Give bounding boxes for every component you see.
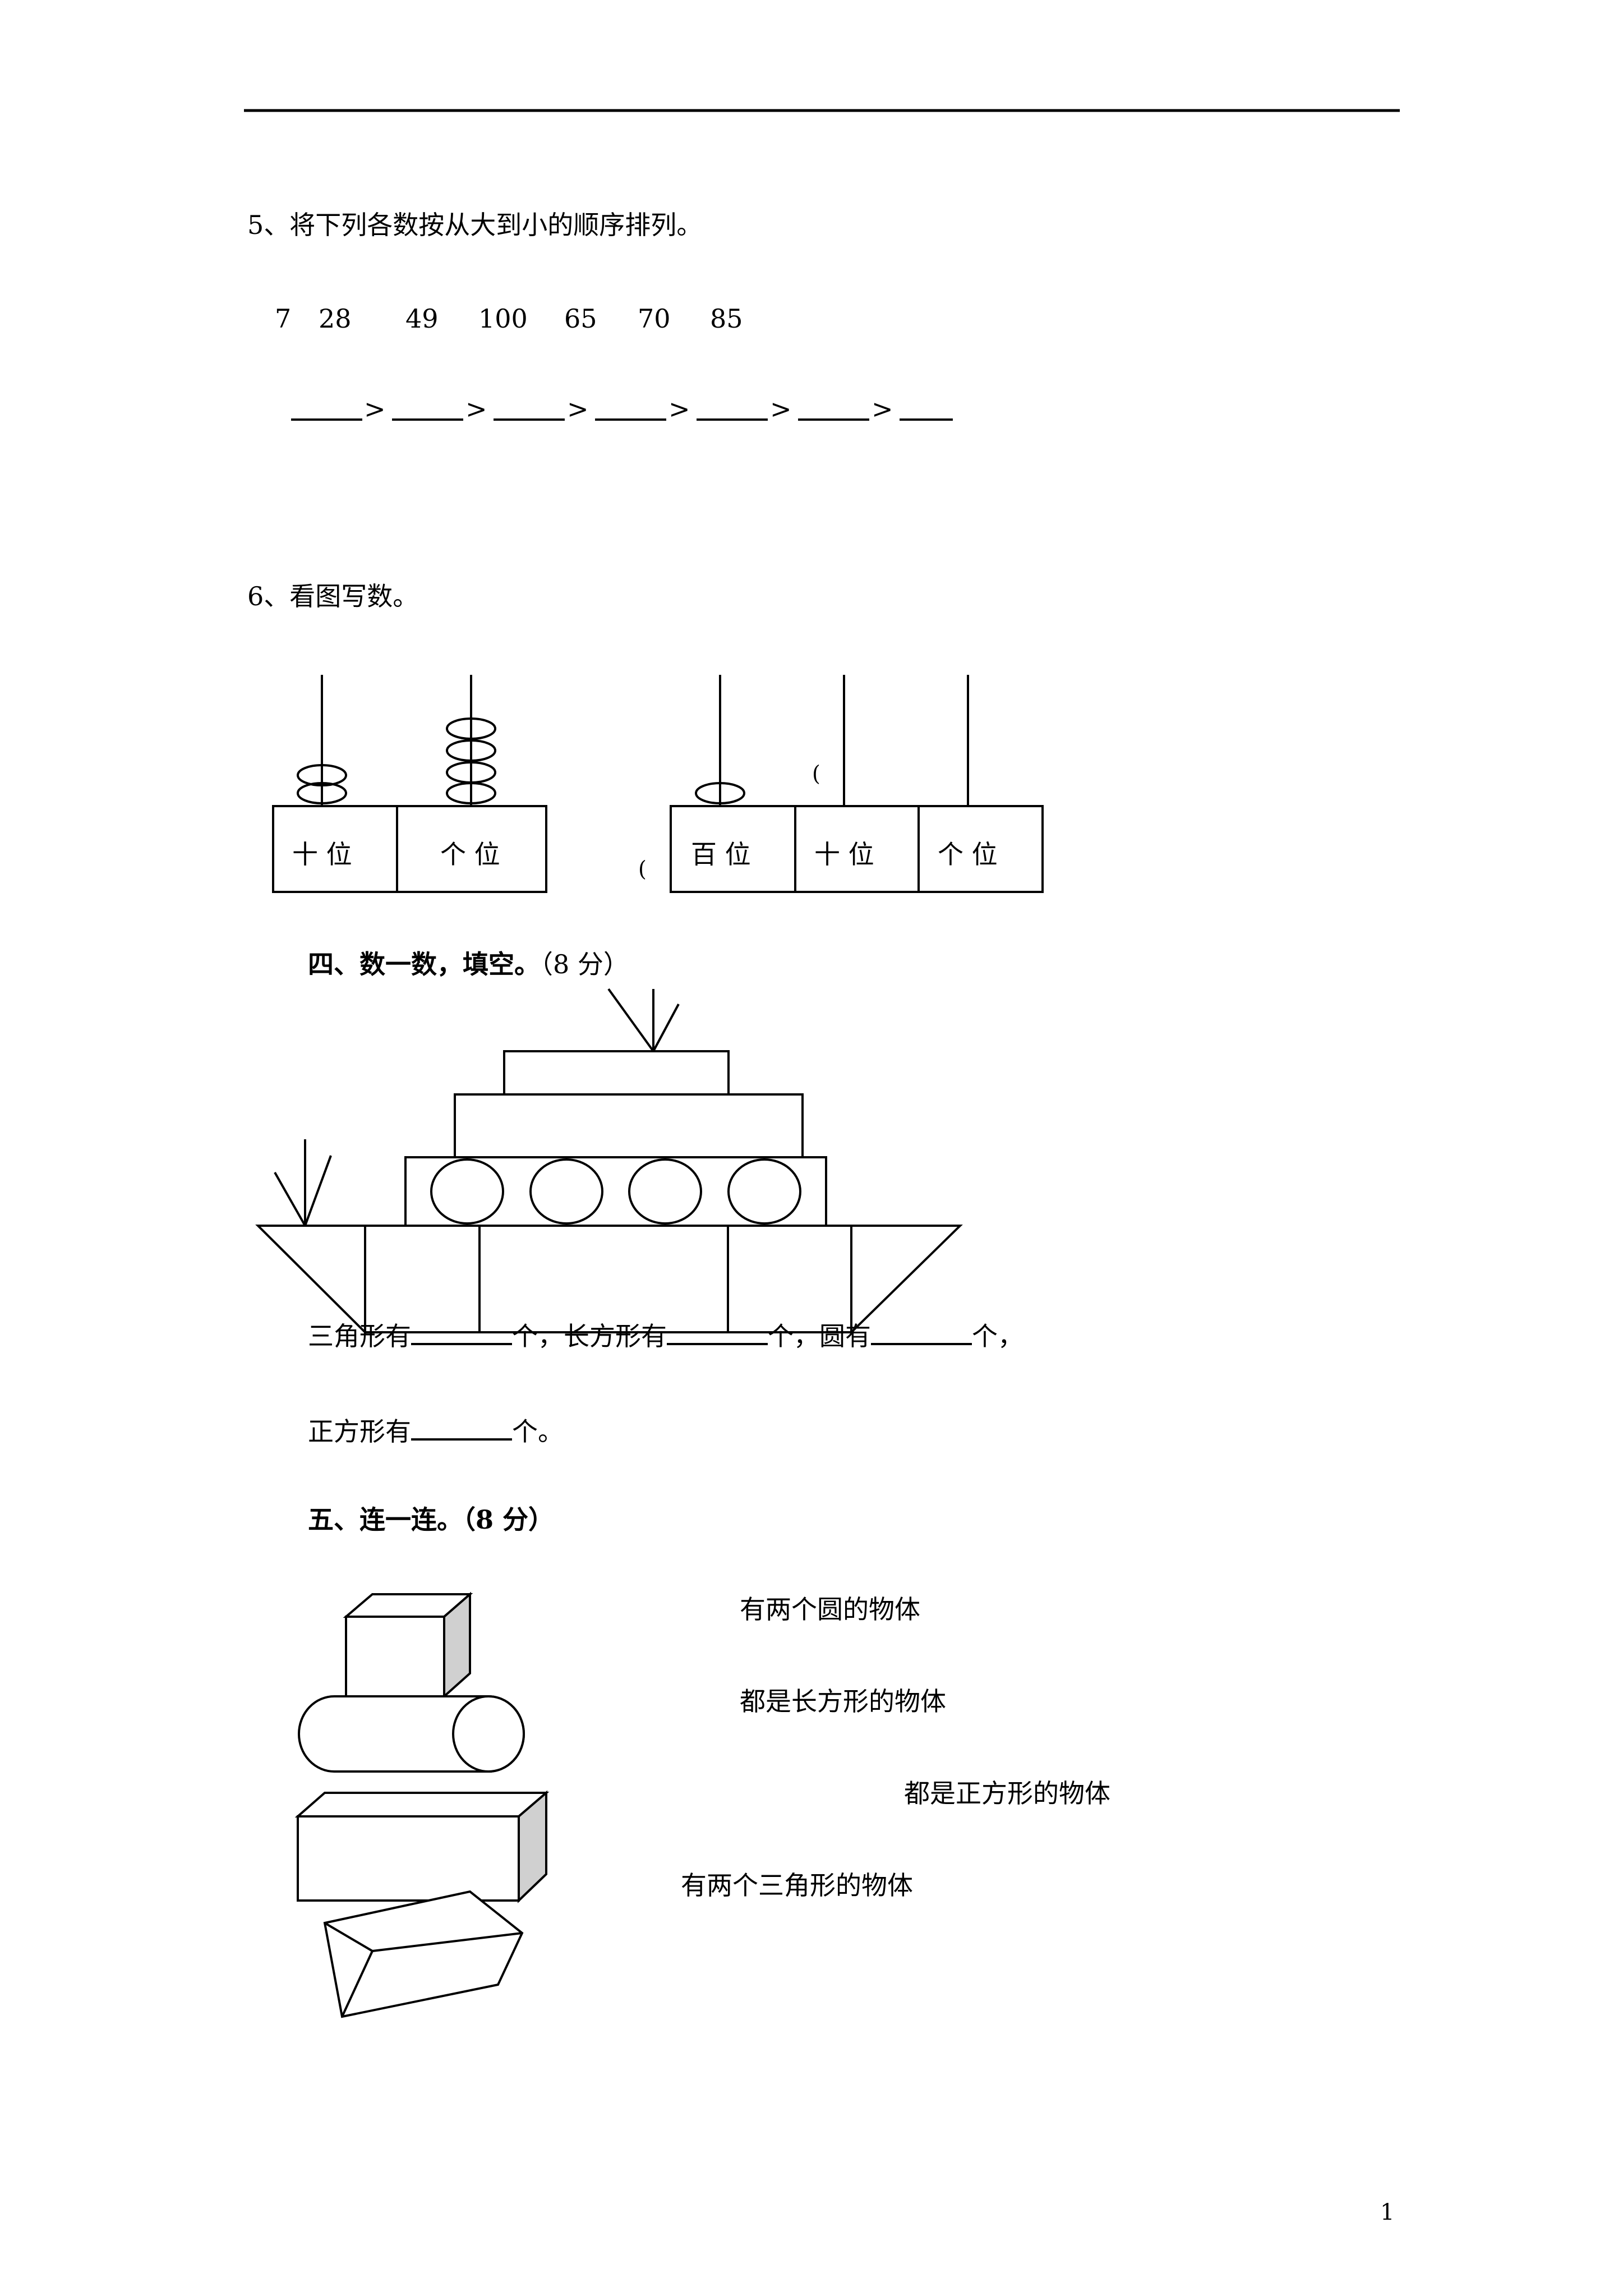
gt-symbol: > bbox=[465, 394, 487, 424]
ship-figure bbox=[255, 988, 963, 1335]
gt-symbol: > bbox=[872, 394, 893, 424]
section4-title-text: 四、数一数，填空。 bbox=[308, 949, 540, 979]
label-circles: 个，圆有 bbox=[768, 1321, 871, 1351]
answer-blank-squares[interactable] bbox=[411, 1416, 512, 1441]
paren-mark: ( bbox=[812, 761, 820, 786]
porthole bbox=[628, 1158, 702, 1225]
match-label[interactable]: 都是长方形的物体 bbox=[740, 1686, 946, 1717]
label-triangles: 三角形有 bbox=[308, 1321, 411, 1351]
porthole bbox=[529, 1158, 603, 1225]
label-squares: 正方形有 bbox=[308, 1416, 411, 1447]
answer-blank-circles[interactable] bbox=[871, 1320, 972, 1345]
gt-symbol: > bbox=[668, 394, 690, 424]
match-label[interactable]: 有两个三角形的物体 bbox=[681, 1870, 913, 1901]
abacus-right-label-tens: 十 位 bbox=[814, 839, 874, 869]
q5-number: 28 bbox=[319, 303, 352, 334]
answer-blank[interactable] bbox=[798, 396, 869, 421]
bead bbox=[446, 782, 496, 804]
bead bbox=[446, 717, 496, 740]
hull-right-triangle bbox=[850, 1225, 963, 1335]
cube-figure bbox=[343, 1591, 473, 1699]
paren-mark: ( bbox=[638, 857, 647, 881]
answer-blank[interactable] bbox=[494, 396, 565, 421]
answer-blank[interactable] bbox=[697, 396, 768, 421]
page-number: 1 bbox=[1380, 2200, 1395, 2225]
abacus-left-label-ones: 个 位 bbox=[440, 839, 500, 869]
section4-title: 四、数一数，填空。（8 分） bbox=[308, 951, 629, 977]
label-end: 个， bbox=[972, 1321, 1023, 1351]
cuboid-figure bbox=[294, 1790, 550, 1903]
match-label[interactable]: 都是正方形的物体 bbox=[904, 1778, 1110, 1809]
q5-number: 85 bbox=[710, 303, 743, 334]
abacus-right bbox=[670, 675, 1044, 893]
q5-title: 5、将下列各数按从大到小的顺序排列。 bbox=[247, 210, 703, 240]
abacus-left-label-tens: 十 位 bbox=[292, 839, 352, 869]
triangular-prism-figure bbox=[323, 1890, 524, 2018]
label-end: 个。 bbox=[512, 1416, 564, 1447]
hull-body bbox=[364, 1225, 852, 1333]
q5-number: 100 bbox=[478, 303, 528, 334]
porthole bbox=[727, 1158, 801, 1225]
q6-title: 6、看图写数。 bbox=[247, 581, 419, 611]
q5-number: 65 bbox=[564, 303, 597, 334]
bead bbox=[297, 764, 347, 786]
answer-blank-rectangles[interactable] bbox=[667, 1320, 768, 1345]
bead bbox=[446, 739, 496, 762]
porthole bbox=[430, 1158, 504, 1225]
hull-left-triangle bbox=[255, 1225, 366, 1335]
abacus-right-label-hundreds: 百 位 bbox=[691, 839, 751, 869]
section5-title-text: 五、连一连。 bbox=[308, 1504, 463, 1535]
gt-symbol: > bbox=[770, 394, 792, 424]
q5-number: 49 bbox=[405, 303, 439, 334]
section4-line1: 三角形有 个，长方形有 个，圆有 个， bbox=[308, 1320, 1023, 1349]
gt-symbol: > bbox=[567, 394, 589, 424]
answer-blank[interactable] bbox=[392, 396, 463, 421]
abacus-left bbox=[272, 675, 547, 893]
section4-score: （8 分） bbox=[540, 949, 629, 979]
answer-blank[interactable] bbox=[291, 396, 362, 421]
answer-blank[interactable] bbox=[595, 396, 666, 421]
q5-number: 7 bbox=[275, 303, 292, 334]
ship-top-cabin bbox=[503, 1050, 730, 1096]
label-rectangles: 个，长方形有 bbox=[512, 1321, 667, 1351]
section5-score: （8 分） bbox=[463, 1504, 555, 1535]
cylinder-figure bbox=[298, 1695, 525, 1773]
abacus-right-label-ones: 个 位 bbox=[938, 839, 998, 869]
answer-blank-triangles[interactable] bbox=[411, 1320, 512, 1345]
section5-title: 五、连一连。（8 分） bbox=[308, 1507, 554, 1533]
ship-deck bbox=[404, 1156, 827, 1227]
bead bbox=[695, 782, 745, 804]
section4-line2: 正方形有 个。 bbox=[308, 1416, 564, 1444]
gt-symbol: > bbox=[364, 394, 386, 424]
q5-number: 70 bbox=[638, 303, 671, 334]
q5-answer-line: > > > > > > bbox=[291, 396, 953, 427]
bead bbox=[297, 782, 347, 804]
ship-mid-cabin bbox=[454, 1093, 804, 1158]
match-label[interactable]: 有两个圆的物体 bbox=[740, 1594, 920, 1625]
answer-blank[interactable] bbox=[900, 396, 953, 421]
